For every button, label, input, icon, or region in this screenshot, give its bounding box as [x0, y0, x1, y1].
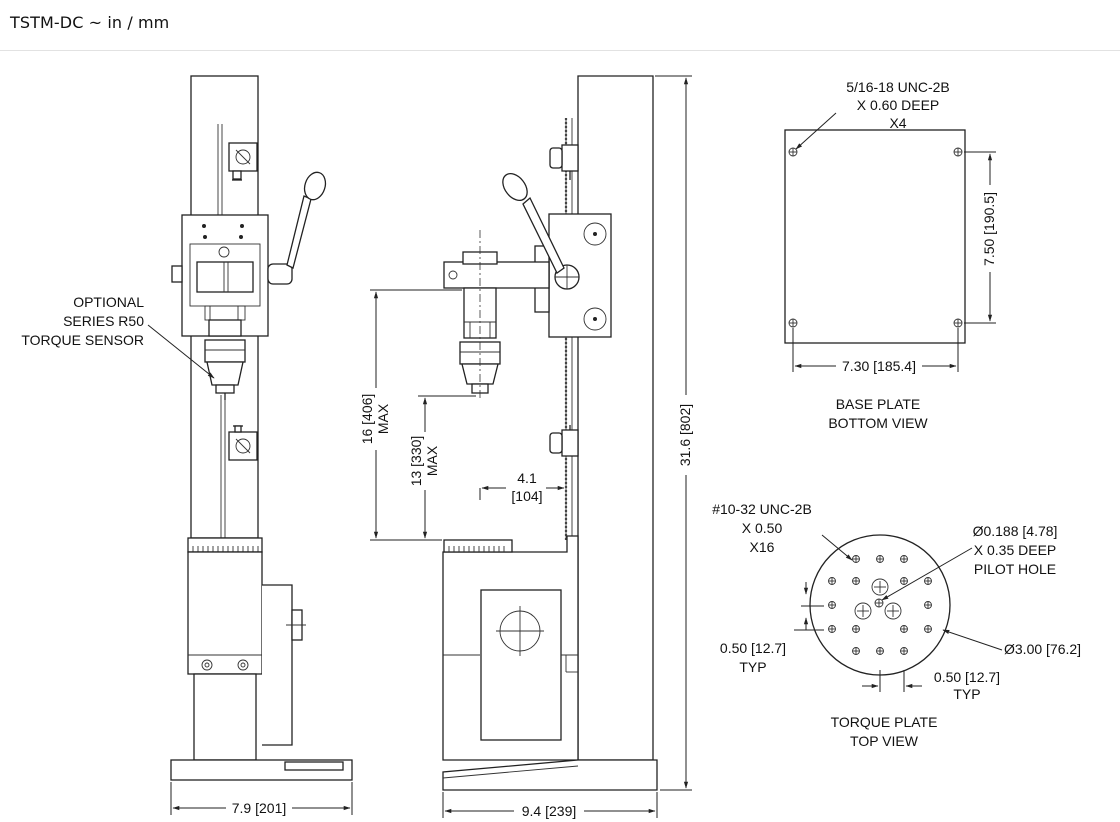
sensor-label-line3: TORQUE SENSOR	[21, 332, 144, 348]
torque-thread-line3: X16	[750, 539, 775, 555]
base-thread-line1: 5/16-18 UNC-2B	[846, 79, 950, 95]
base-thread-line3: X4	[889, 115, 906, 131]
torque-caption-line2: TOP VIEW	[850, 733, 919, 749]
sensor-label-line2: SERIES R50	[63, 313, 144, 329]
max16-dim-max: MAX	[375, 403, 391, 434]
torque-caption-line1: TORQUE PLATE	[831, 714, 938, 730]
front-width-dim: 7.9 [201]	[232, 800, 287, 816]
sensor-label-line1: OPTIONAL	[73, 294, 144, 310]
front-view	[147, 75, 353, 815]
spacing-x-value: 0.50 [12.7]	[934, 669, 1000, 685]
torque-plate-view	[794, 534, 1003, 692]
pilot-label-line1: Ø0.188 [4.78]	[973, 523, 1058, 539]
max16-dim-value: 16 [406]	[359, 394, 375, 445]
torque-thread-line1: #10-32 UNC-2B	[712, 501, 812, 517]
side-view	[370, 75, 692, 818]
max13-dim-value: 13 [330]	[408, 436, 424, 487]
torque-plate-holes	[828, 555, 932, 655]
max13-dim-max: MAX	[424, 445, 440, 476]
base-height-dim: 7.50 [190.5]	[981, 192, 997, 266]
base-caption-line2: BOTTOM VIEW	[828, 415, 928, 431]
base-thread-line2: X 0.60 DEEP	[857, 97, 940, 113]
side-upper-stop	[549, 144, 579, 180]
spacing-y-value: 0.50 [12.7]	[720, 640, 786, 656]
side-lower-stop	[549, 425, 579, 457]
spacing-y-typ: TYP	[739, 659, 766, 675]
header-bar: TSTM-DC ~ in / mm	[0, 0, 1120, 51]
base-mount-holes	[788, 147, 963, 328]
offset-dim-metric: [104]	[511, 488, 542, 504]
page-title: TSTM-DC ~ in / mm	[10, 13, 170, 32]
side-width-dim: 9.4 [239]	[522, 803, 577, 819]
upper-stop-knob	[228, 142, 258, 181]
base-caption-line1: BASE PLATE	[836, 396, 921, 412]
lower-stop-knob	[228, 425, 258, 461]
torque-diameter-dim: Ø3.00 [76.2]	[1004, 641, 1081, 657]
pilot-label-line2: X 0.35 DEEP	[974, 542, 1057, 558]
base-width-dim: 7.30 [185.4]	[842, 358, 916, 374]
offset-dim-value: 4.1	[517, 470, 537, 486]
spacing-x-typ: TYP	[953, 686, 980, 702]
pilot-label-line3: PILOT HOLE	[974, 561, 1056, 577]
height-dim: 31.6 [802]	[677, 404, 693, 466]
torque-thread-line2: X 0.50	[742, 520, 783, 536]
base-plate-view	[784, 112, 996, 372]
